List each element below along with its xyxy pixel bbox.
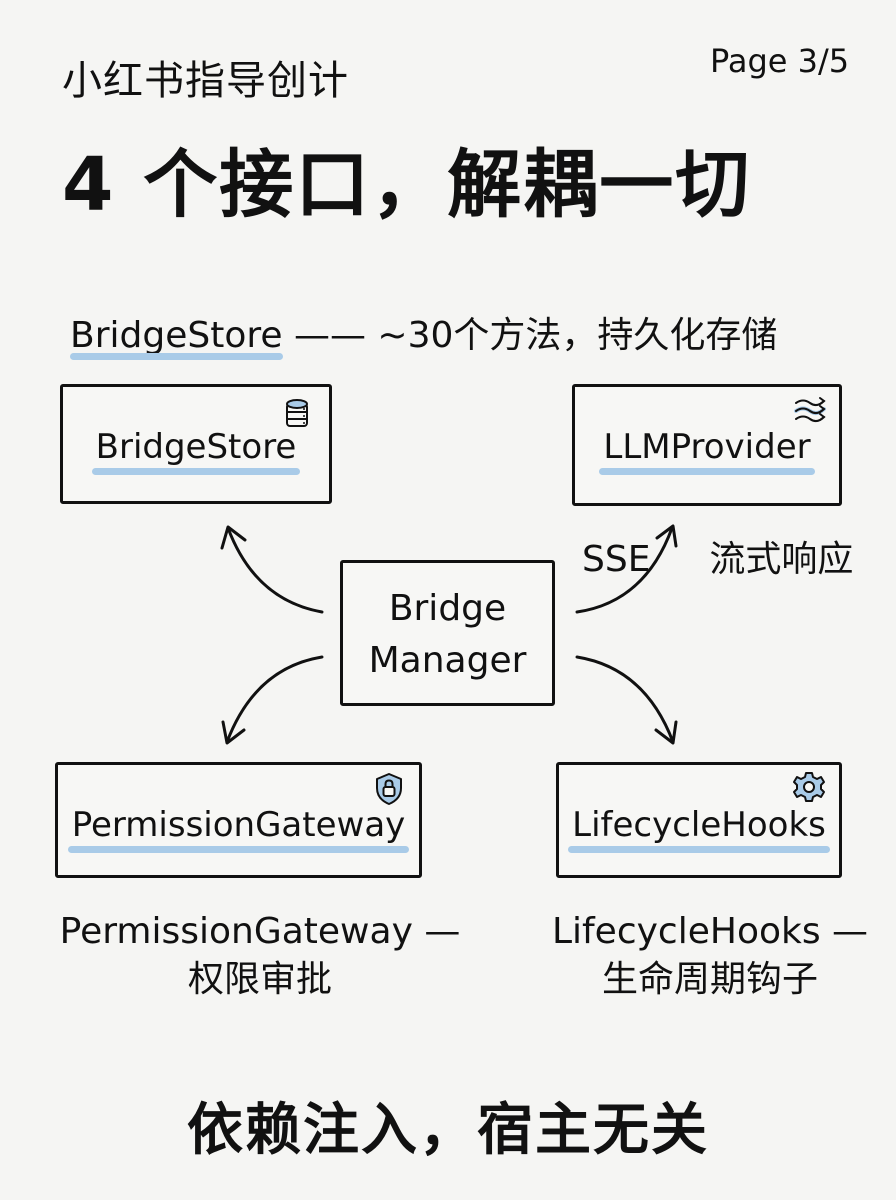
stream-waves-icon [794, 397, 826, 423]
arrow-to-permission [225, 655, 324, 744]
arrow-to-lifecycle [575, 655, 675, 744]
lifecycle-annotation: LifecycleHooks — 生命周期钩子 [540, 908, 880, 1004]
center-line1: Bridge [388, 588, 507, 629]
shield-lock-icon [376, 773, 402, 805]
node-lifecycle-hooks[interactable]: LifecycleHooks [556, 762, 842, 878]
arrow-to-bridgestore [226, 526, 324, 614]
page-title: 4 个接口，解耦一切 [62, 142, 752, 228]
page-indicator: Page 3/5 [710, 42, 850, 80]
lifecycle-annotation-line2: 生命周期钩子 [601, 959, 818, 1000]
arrowhead-lifecycle [654, 720, 678, 745]
node-bridge-manager[interactable]: Bridge Manager [340, 560, 555, 706]
permission-annotation-line2: 权限审批 [187, 959, 332, 1000]
llm-annotation: SSE 流式响应 [582, 530, 853, 582]
caption: BridgeStore —— ~30个方法，持久化存储 [70, 306, 778, 360]
subtitle: 小红书指导创计 [62, 58, 349, 104]
database-icon [286, 399, 308, 427]
caption-text: —— ~30个方法，持久化存储 [282, 315, 778, 356]
stream-response-label: 流式响应 [709, 539, 854, 580]
node-label: LifecycleHooks [568, 805, 830, 853]
node-permission-gateway[interactable]: PermissionGateway [55, 762, 422, 878]
arrowhead-llmprovider [655, 524, 678, 548]
arrowhead-bridgestore [220, 525, 247, 550]
node-label: BridgeStore [91, 427, 301, 475]
arrow-to-llmprovider [575, 526, 674, 614]
sse-label: SSE [582, 539, 651, 580]
permission-annotation-line1: PermissionGateway — [59, 911, 461, 952]
node-bridge-store[interactable]: BridgeStore [60, 384, 332, 504]
permission-annotation: PermissionGateway — 权限审批 [40, 908, 480, 1004]
center-line2: Manager [368, 640, 527, 681]
footer-tagline: 依赖注入，宿主无关 [187, 1098, 709, 1163]
node-label: PermissionGateway [67, 805, 409, 853]
node-llm-provider[interactable]: LLMProvider [572, 384, 842, 506]
caption-highlight: BridgeStore [70, 315, 283, 360]
gear-icon [793, 772, 825, 802]
arrowhead-permission [221, 720, 246, 745]
lifecycle-annotation-line1: LifecycleHooks — [551, 911, 869, 952]
node-label: LLMProvider [599, 427, 815, 475]
